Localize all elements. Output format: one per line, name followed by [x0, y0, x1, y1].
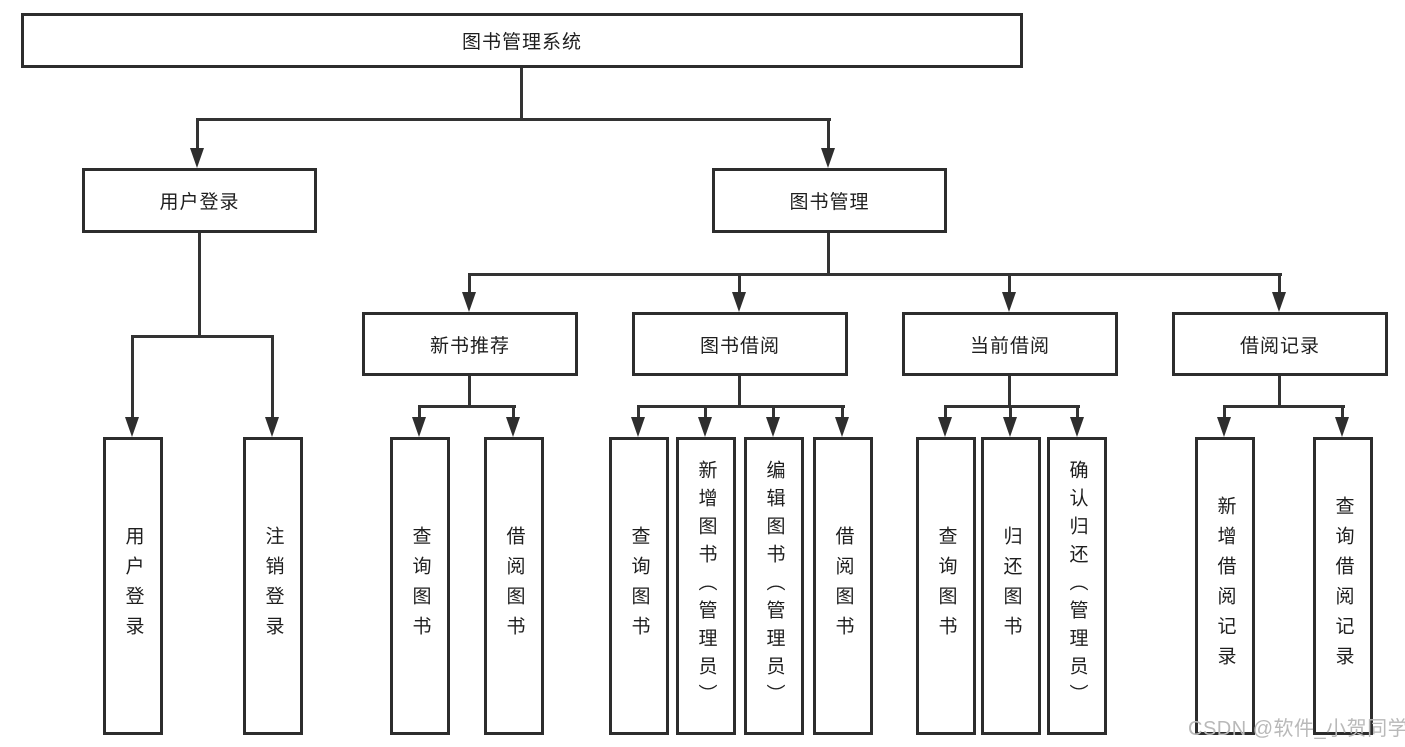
- csdn-watermark: CSDN @软件_小贺同学: [1188, 718, 1405, 740]
- connector-line: [827, 233, 830, 276]
- node-borrow-records-label: 借阅记录: [1239, 335, 1320, 357]
- leaf-label: 查询借阅记录: [1332, 496, 1354, 676]
- leaf-query-books-borrow: 查询图书: [609, 437, 669, 735]
- node-borrow-records: 借阅记录: [1172, 312, 1388, 376]
- arrowhead-down-icon: [412, 417, 426, 437]
- node-new-book-recommend-label: 新书推荐: [429, 335, 510, 357]
- connector-line: [1009, 405, 1012, 419]
- node-new-book-recommend: 新书推荐: [362, 312, 578, 376]
- connector-line: [520, 68, 523, 121]
- arrowhead-down-icon: [125, 417, 139, 437]
- leaf-confirm-return-admin: 确认归还（管理员）: [1047, 437, 1107, 735]
- connector-line: [772, 405, 775, 419]
- connector-line: [418, 405, 421, 419]
- connector-line: [1278, 273, 1281, 294]
- leaf-label: 注销登录: [262, 526, 284, 646]
- node-root: 图书管理系统: [21, 13, 1023, 68]
- arrowhead-down-icon: [1217, 417, 1231, 437]
- connector-line: [1341, 405, 1344, 419]
- arrowhead-down-icon: [938, 417, 952, 437]
- arrowhead-down-icon: [190, 148, 204, 168]
- leaf-label: 归还图书: [1000, 526, 1022, 646]
- connector-line: [637, 405, 640, 419]
- node-root-label: 图书管理系统: [461, 32, 582, 53]
- connector-line: [131, 335, 274, 338]
- node-book-borrow: 图书借阅: [632, 312, 848, 376]
- arrowhead-down-icon: [631, 417, 645, 437]
- arrowhead-down-icon: [766, 417, 780, 437]
- node-current-borrow-label: 当前借阅: [969, 335, 1050, 357]
- leaf-label: 查询图书: [628, 526, 650, 646]
- leaf-query-borrow-record: 查询借阅记录: [1313, 437, 1373, 735]
- arrowhead-down-icon: [1335, 417, 1349, 437]
- leaf-borrow-books-recommend: 借阅图书: [484, 437, 544, 735]
- connector-line: [1278, 376, 1281, 408]
- connector-line: [271, 335, 274, 419]
- arrowhead-down-icon: [506, 417, 520, 437]
- connector-line: [1223, 405, 1345, 408]
- arrowhead-down-icon: [1070, 417, 1084, 437]
- leaf-label: 新增借阅记录: [1214, 496, 1236, 676]
- arrowhead-down-icon: [835, 417, 849, 437]
- leaf-label: 查询图书: [409, 526, 431, 646]
- leaf-label: 确认归还（管理员）: [1066, 460, 1088, 712]
- leaf-label: 借阅图书: [832, 526, 854, 646]
- connector-line: [827, 118, 830, 150]
- leaf-label: 用户登录: [122, 526, 144, 646]
- connector-line: [738, 376, 741, 408]
- leaf-add-books-admin: 新增图书（管理员）: [676, 437, 736, 735]
- node-book-management-label: 图书管理: [789, 192, 870, 213]
- connector-line: [512, 405, 515, 419]
- connector-line: [944, 405, 947, 419]
- arrowhead-down-icon: [1002, 292, 1016, 312]
- leaf-add-borrow-record: 新增借阅记录: [1195, 437, 1255, 735]
- leaf-edit-books-admin: 编辑图书（管理员）: [744, 437, 804, 735]
- leaf-user-login: 用户登录: [103, 437, 163, 735]
- leaf-label: 查询图书: [935, 526, 957, 646]
- connector-line: [1223, 405, 1226, 419]
- connector-line: [1076, 405, 1079, 419]
- connector-line: [637, 405, 845, 408]
- leaf-label: 新增图书（管理员）: [695, 460, 717, 712]
- leaf-query-books-current: 查询图书: [916, 437, 976, 735]
- connector-line: [468, 376, 471, 408]
- connector-line: [468, 273, 1282, 276]
- connector-line: [1008, 376, 1011, 408]
- connector-line: [198, 233, 201, 338]
- node-book-borrow-label: 图书借阅: [699, 335, 780, 357]
- leaf-return-books: 归还图书: [981, 437, 1041, 735]
- leaf-logout: 注销登录: [243, 437, 303, 735]
- connector-line: [418, 405, 516, 408]
- leaf-label: 借阅图书: [503, 526, 525, 646]
- connector-line: [841, 405, 844, 419]
- connector-line: [738, 273, 741, 294]
- node-book-management: 图书管理: [712, 168, 947, 233]
- connector-line: [944, 405, 1080, 408]
- arrowhead-down-icon: [821, 148, 835, 168]
- leaf-label: 编辑图书（管理员）: [763, 460, 785, 712]
- connector-line: [1008, 273, 1011, 294]
- node-user-login-label: 用户登录: [159, 192, 240, 213]
- arrowhead-down-icon: [698, 417, 712, 437]
- connector-line: [468, 273, 471, 294]
- arrowhead-down-icon: [1272, 292, 1286, 312]
- connector-line: [196, 118, 831, 121]
- node-user-login: 用户登录: [82, 168, 317, 233]
- arrowhead-down-icon: [265, 417, 279, 437]
- leaf-borrow-books: 借阅图书: [813, 437, 873, 735]
- arrowhead-down-icon: [462, 292, 476, 312]
- leaf-query-books-recommend: 查询图书: [390, 437, 450, 735]
- arrowhead-down-icon: [1003, 417, 1017, 437]
- arrowhead-down-icon: [732, 292, 746, 312]
- connector-line: [196, 118, 199, 150]
- connector-line: [704, 405, 707, 419]
- node-current-borrow: 当前借阅: [902, 312, 1118, 376]
- connector-line: [131, 335, 134, 419]
